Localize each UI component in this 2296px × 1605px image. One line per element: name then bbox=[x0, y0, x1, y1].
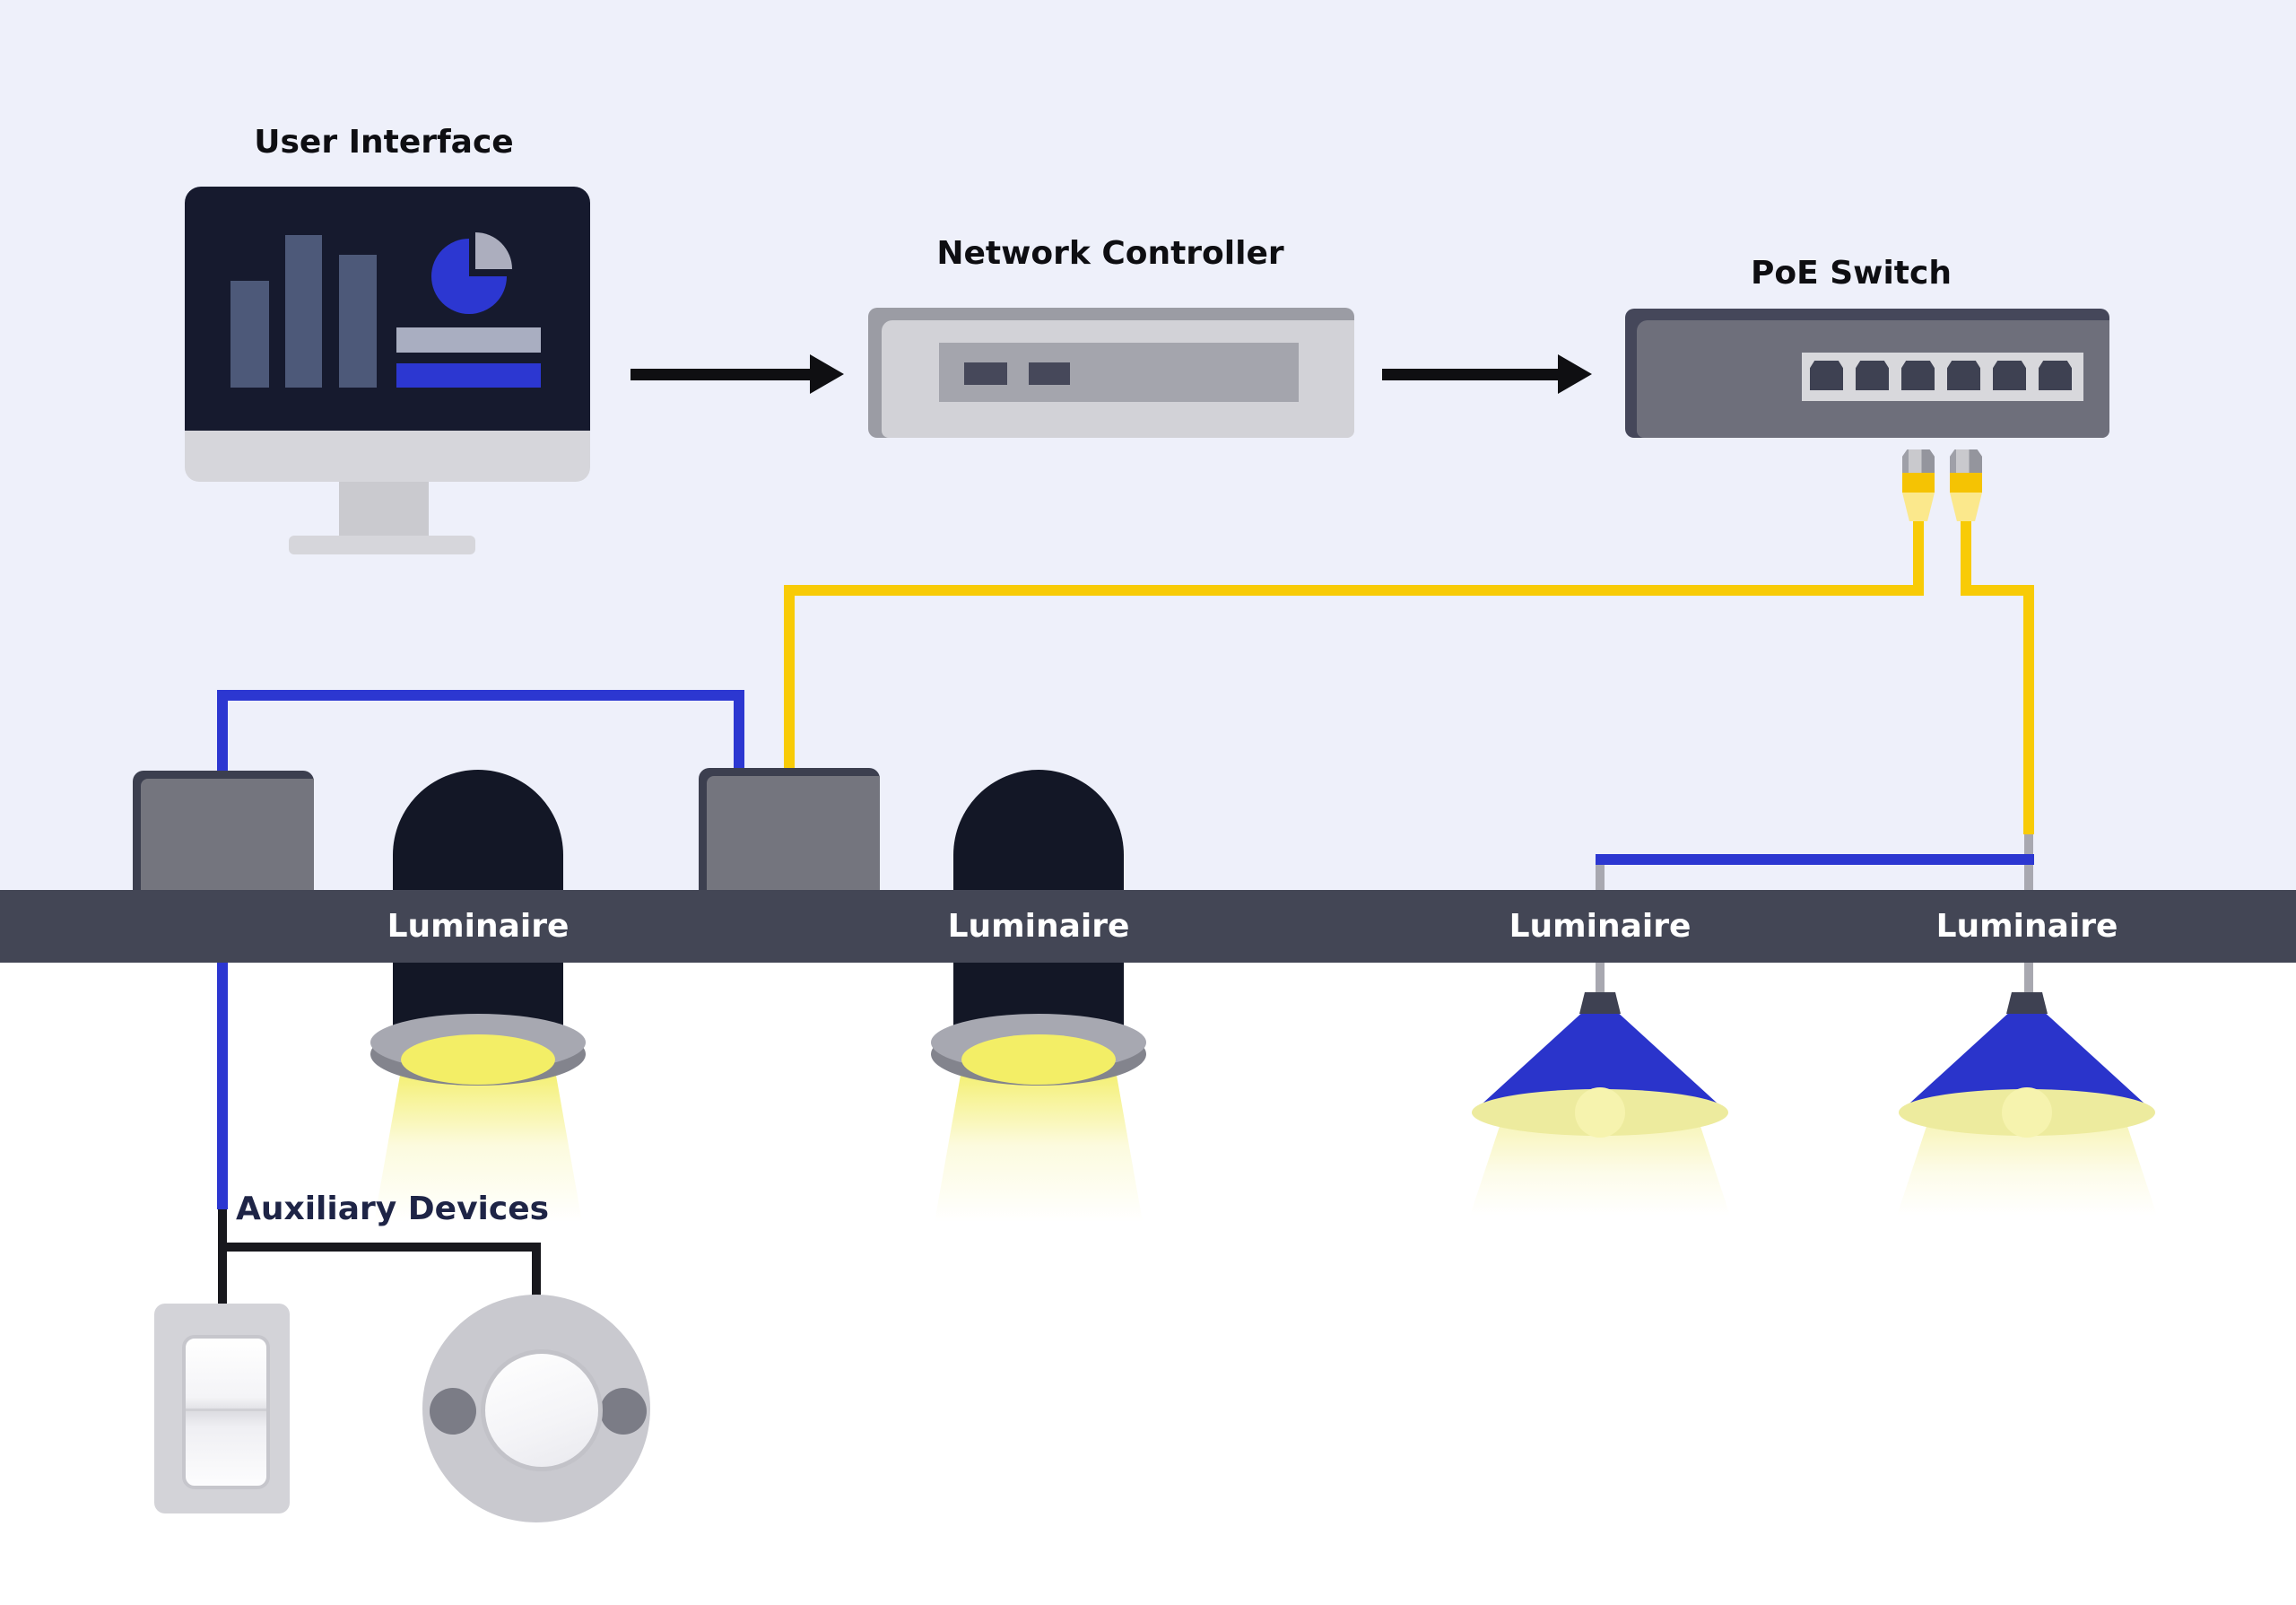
luminaire-label: Luminaire bbox=[947, 908, 1130, 945]
auxiliary-devices-label: Auxiliary Devices bbox=[236, 1191, 550, 1227]
ceiling-band bbox=[0, 890, 2296, 963]
aux-wire bbox=[532, 1247, 541, 1296]
data-cable bbox=[734, 690, 744, 770]
poe-switch-label: PoE Switch bbox=[1751, 255, 1952, 292]
ethernet-port-icon bbox=[1901, 361, 1935, 390]
monitor-chin bbox=[185, 431, 590, 482]
bulb-glow bbox=[1575, 1087, 1625, 1138]
sensor-side-dot bbox=[600, 1388, 647, 1435]
driver-box-body bbox=[707, 776, 880, 890]
switch-port-strip bbox=[1802, 353, 2083, 401]
luminaire-label: Luminaire bbox=[387, 908, 570, 945]
downlight-glow bbox=[401, 1034, 555, 1085]
flow-arrowhead-icon bbox=[810, 354, 844, 394]
ethernet-port-icon bbox=[1993, 361, 2026, 390]
dimmer-rocker bbox=[182, 1335, 270, 1489]
network-controller-label: Network Controller bbox=[936, 235, 1284, 272]
rocker-seam bbox=[186, 1409, 266, 1411]
aux-wire bbox=[218, 1209, 227, 1305]
aux-wire bbox=[218, 1243, 541, 1252]
monitor-base bbox=[289, 536, 475, 554]
ethernet-port-icon bbox=[1810, 361, 1843, 390]
user-interface-label: User Interface bbox=[254, 124, 514, 161]
list-row-gray bbox=[396, 327, 541, 353]
luminaire-label: Luminaire bbox=[1935, 908, 2118, 945]
poe-cable bbox=[784, 585, 1924, 596]
pendant-cap bbox=[2006, 992, 2048, 1014]
pendant-cap bbox=[1579, 992, 1621, 1014]
downlight-glow bbox=[961, 1034, 1116, 1085]
data-cable bbox=[1596, 854, 2034, 865]
ethernet-port-icon bbox=[1856, 361, 1889, 390]
light-beam bbox=[935, 1069, 1143, 1222]
pendant-cord bbox=[1596, 963, 1605, 998]
poe-cable bbox=[1913, 521, 1924, 596]
light-beam bbox=[374, 1069, 582, 1222]
bulb-glow bbox=[2002, 1087, 2052, 1138]
pie-chart-slice bbox=[475, 232, 512, 269]
list-row-blue bbox=[396, 363, 541, 388]
ethernet-port-icon bbox=[2039, 361, 2072, 390]
bar-chart-bar bbox=[285, 235, 322, 388]
driver-box-icon bbox=[133, 771, 314, 890]
data-cable bbox=[217, 690, 744, 701]
rj45-connector-body bbox=[1950, 473, 1982, 493]
rj45-connector-icon bbox=[1950, 449, 1982, 473]
driver-box-icon bbox=[699, 768, 880, 890]
rj45-connector-icon bbox=[1902, 449, 1935, 473]
controller-port bbox=[1029, 362, 1070, 385]
monitor-screen bbox=[185, 187, 590, 431]
data-cable bbox=[217, 695, 228, 773]
flow-arrowhead-icon bbox=[1558, 354, 1592, 394]
background-lower bbox=[0, 963, 2296, 1605]
data-cable bbox=[217, 963, 228, 1209]
poe-cable bbox=[2023, 585, 2034, 834]
luminaire-label: Luminaire bbox=[1509, 908, 1692, 945]
ethernet-port-icon bbox=[1947, 361, 1980, 390]
sensor-lens bbox=[481, 1349, 603, 1471]
poe-cable bbox=[784, 585, 795, 770]
pendant-cord bbox=[2024, 963, 2033, 998]
sensor-side-dot bbox=[430, 1388, 476, 1435]
rj45-connector-body bbox=[1902, 473, 1935, 493]
controller-port bbox=[964, 362, 1007, 385]
poe-cable bbox=[1961, 585, 2034, 596]
pendant-cord bbox=[1596, 854, 1605, 890]
bar-chart-bar bbox=[230, 281, 269, 388]
poe-cable bbox=[1961, 521, 1971, 596]
bar-chart-bar bbox=[339, 255, 377, 388]
flow-arrow-icon bbox=[631, 369, 810, 380]
monitor-stand bbox=[339, 482, 429, 536]
driver-box-body bbox=[141, 779, 314, 890]
flow-arrow-icon bbox=[1382, 369, 1558, 380]
